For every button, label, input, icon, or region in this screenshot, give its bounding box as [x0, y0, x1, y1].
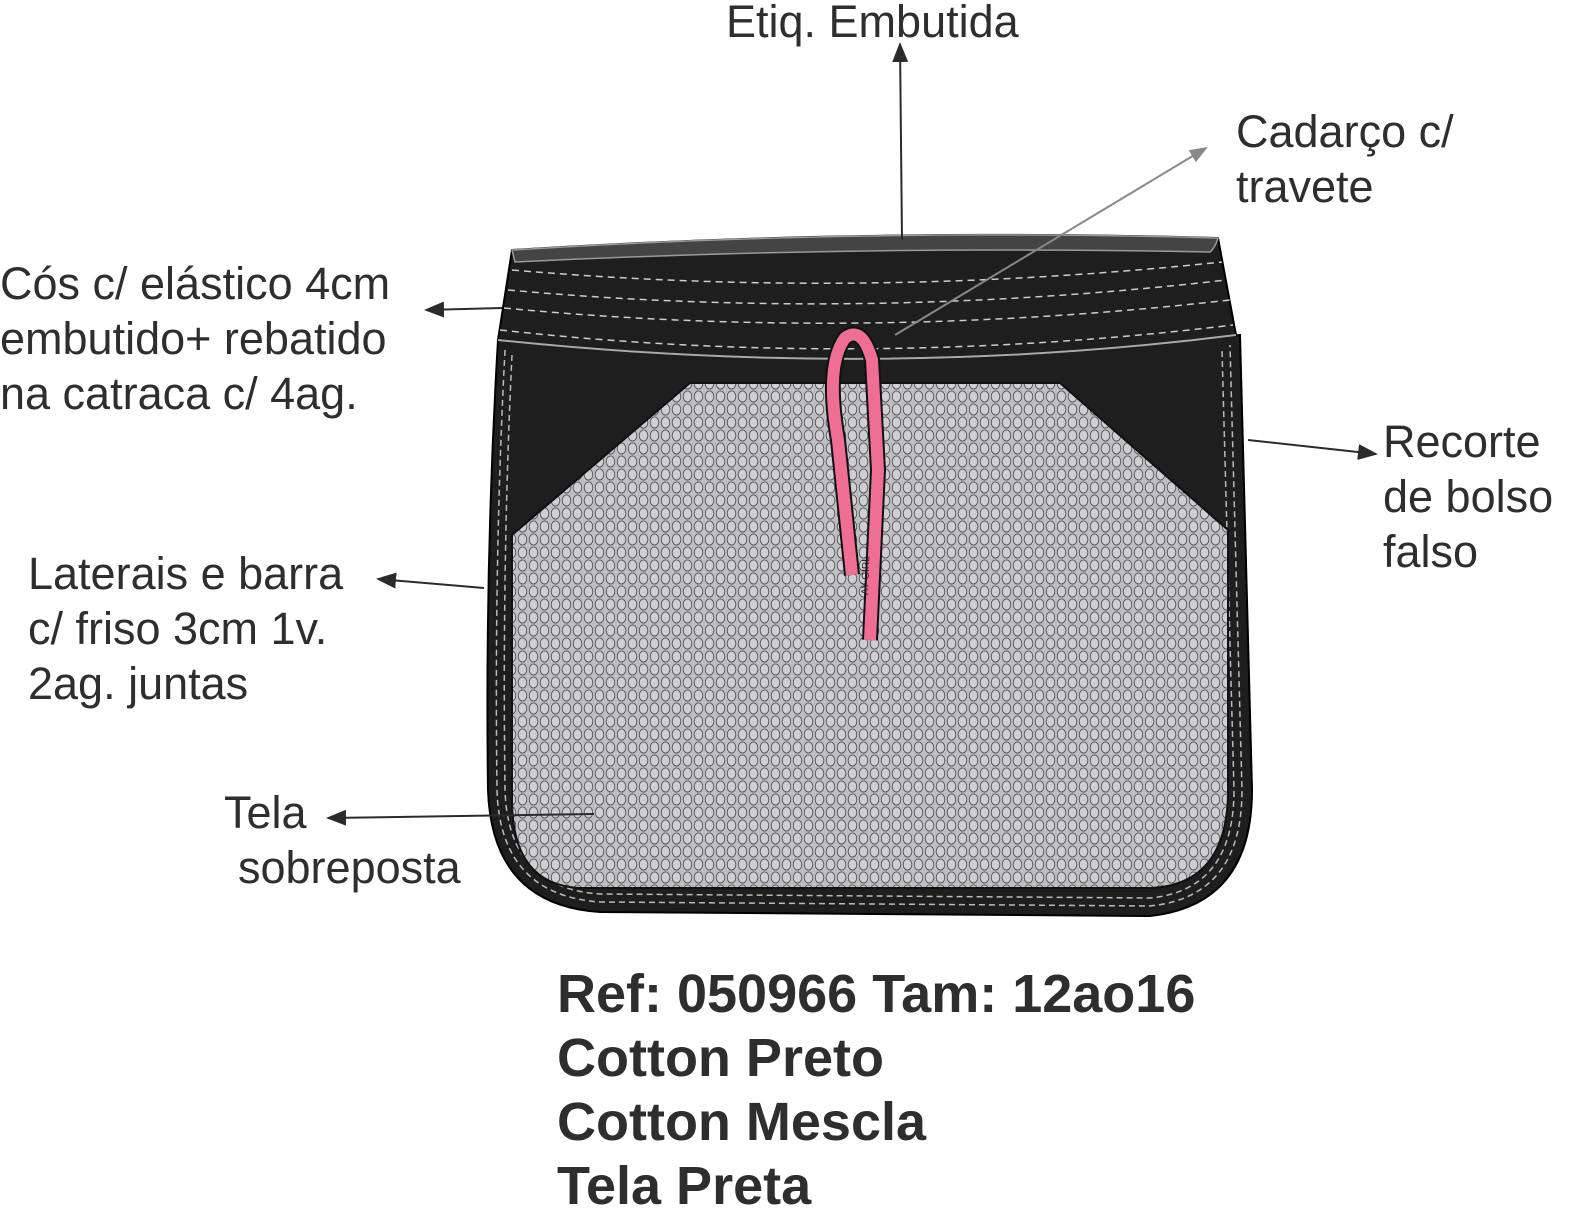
label-line: na catraca c/ 4ag.	[0, 368, 358, 419]
label-line: Cadarço c/	[1236, 106, 1454, 157]
label-etiqueta: Etiq. Embutida	[726, 0, 1019, 47]
material-line: Tela Preta	[557, 1156, 812, 1216]
label-line: embutido+ rebatido	[0, 313, 387, 364]
drawstring: AY GIRL	[824, 326, 887, 641]
label-line: travete	[1236, 161, 1374, 212]
label-cadarco: Cadarço c/ travete	[1236, 104, 1454, 214]
spec-block: Ref: 050966 Tam: 12ao16 Cotton Preto Cot…	[557, 962, 1195, 1218]
label-line: Cós c/ elástico 4cm	[0, 258, 391, 309]
label-line: sobreposta	[238, 842, 461, 893]
label-line: falso	[1383, 526, 1479, 577]
leader-cos	[424, 301, 503, 318]
label-line: Recorte	[1383, 416, 1541, 467]
leader-etiqueta	[892, 42, 909, 241]
label-laterais: Laterais e barra c/ friso 3cm 1v. 2ag. j…	[28, 546, 343, 711]
label-recorte: Recorte de bolso falso	[1383, 414, 1553, 579]
label-line: de bolso	[1383, 471, 1554, 522]
leader-tela	[326, 809, 595, 826]
label-tela: Tela sobreposta	[224, 785, 461, 895]
drawstring-print: AY GIRL	[860, 556, 872, 595]
label-line: Laterais e barra	[28, 548, 344, 599]
ref-line: Ref: 050966 Tam: 12ao16	[557, 964, 1196, 1024]
material-line: Cotton Preto	[557, 1028, 884, 1088]
label-cos: Cós c/ elástico 4cm embutido+ rebatido n…	[0, 256, 390, 421]
material-line: Cotton Mescla	[557, 1092, 927, 1152]
label-line: c/ friso 3cm 1v.	[28, 603, 328, 654]
leader-cadarco	[894, 146, 1208, 336]
label-line: Tela	[224, 787, 307, 838]
leader-recorte	[1247, 439, 1378, 460]
leader-laterais	[376, 572, 485, 589]
label-line: 2ag. juntas	[28, 658, 249, 709]
